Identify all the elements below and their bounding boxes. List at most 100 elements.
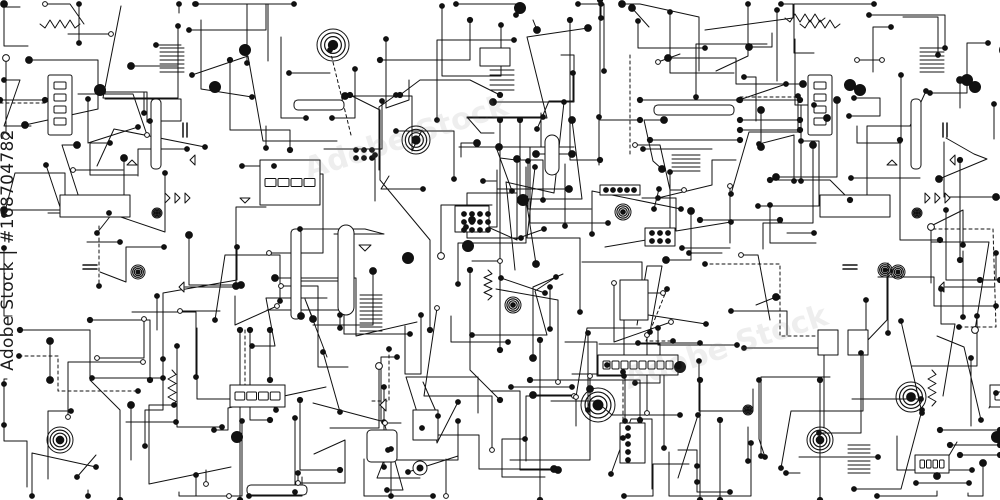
solder-node [875,454,881,460]
circuit-trace [469,269,501,401]
triangle-symbol [886,159,898,166]
circuit-trace [200,19,253,98]
solder-node [562,223,568,229]
connector-pin [813,105,827,114]
chip-pin [939,459,945,469]
connector-pin [53,81,67,90]
solder-node [655,195,661,201]
solder-node [477,211,483,217]
solder-node [783,470,789,476]
via-pad [141,316,147,322]
solder-node [956,256,964,264]
circuit-trace [730,95,799,195]
solder-node [598,15,604,21]
circuit-trace [575,327,642,398]
circuit-trace [280,36,307,119]
solder-node [687,207,695,215]
target-coil [151,207,163,219]
solder-node [604,362,610,368]
triangle-symbol [126,159,138,166]
solder-node [756,377,762,383]
circuit-trace [102,91,148,123]
target-coil [616,205,630,219]
via-pad [266,250,272,256]
solder-node [420,186,426,192]
solder-node [778,1,784,7]
solder-node [618,0,626,8]
solder-node [625,441,631,447]
target-coil [49,429,71,451]
solder-node [976,276,984,284]
large-node [991,431,1000,443]
solder-node [695,412,701,418]
circuit-trace [99,246,165,283]
via-pad [70,167,76,173]
solder-node [369,267,377,275]
via-pad [727,183,733,189]
large-node [854,84,866,96]
circuit-trace [380,175,424,190]
target-coil [584,391,612,419]
triangle-symbol [189,154,196,166]
circuit-trace [18,355,139,392]
triangle-symbol [239,197,251,204]
solder-node [388,446,394,452]
target-coil [879,264,891,276]
solder-node [1,422,7,428]
circuit-trace [399,79,501,96]
circuit-trace [938,137,988,180]
solder-node [353,147,359,153]
target-coil [588,395,608,415]
circuit-trace [455,3,517,16]
target-coil [914,210,920,216]
via-pad [144,132,150,138]
solder-node [29,493,35,499]
large-node [514,2,526,14]
target-coil [592,399,604,411]
solder-node [246,493,252,499]
solder-node [468,216,476,224]
solder-node [430,493,436,499]
circuit-trace [371,348,390,402]
solder-node [327,47,333,53]
target-coil [404,128,428,152]
solder-node [386,346,392,352]
chip-pin [665,360,674,370]
solder-node [625,457,631,463]
solder-node [696,216,704,224]
solder-node [649,238,655,244]
solder-node [748,440,754,446]
circuit-trace [195,3,269,62]
circuit-trace [877,276,997,307]
solder-node [943,207,949,213]
solder-node [219,424,225,430]
solder-node [799,80,807,88]
via-pad [177,308,183,314]
target-coil [877,262,893,278]
component-box [479,47,511,67]
target-coil [133,267,143,277]
solder-node [811,102,817,108]
target-coil [809,429,831,451]
target-coil [46,426,74,454]
via-pad [971,326,979,334]
solder-node [513,12,519,18]
circuit-trace [748,32,773,48]
chip-pin [234,391,246,401]
circuit-trace [299,399,341,471]
solder-node [547,326,553,332]
resistor [39,19,81,29]
solder-node [577,309,583,315]
circuit-trace [404,314,422,375]
solder-node [142,443,148,449]
solder-node [271,163,277,169]
solder-node [68,408,74,414]
solder-node [295,470,301,476]
triangle-symbol [174,192,181,204]
solder-node [646,136,654,144]
circuit-trace [492,54,575,103]
circuit-trace [631,7,650,28]
via-pad [497,258,503,264]
solder-node [657,230,663,236]
